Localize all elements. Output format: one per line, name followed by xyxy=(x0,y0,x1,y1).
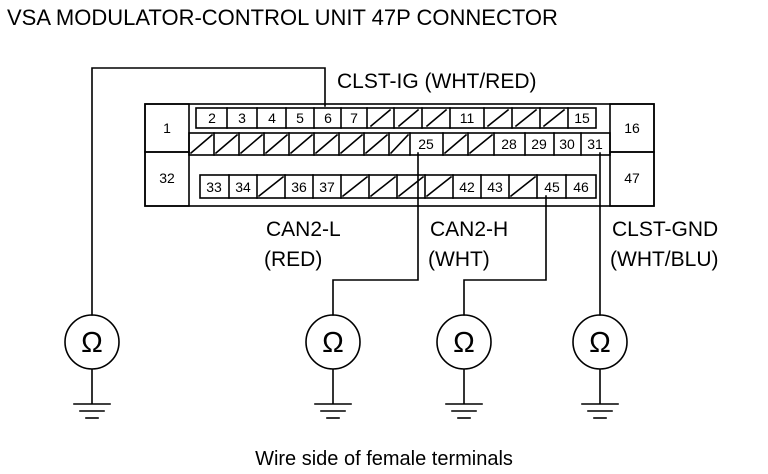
label-can2-l-color: (RED) xyxy=(264,248,322,271)
label-clst-ig: CLST-IG (WHT/RED) xyxy=(337,70,537,93)
row-c-empty-slashes xyxy=(257,175,537,198)
terminal-29: 29 xyxy=(531,136,547,152)
terminal-43: 43 xyxy=(487,179,503,195)
row-c-dividers xyxy=(228,174,567,199)
ground-icon xyxy=(73,403,111,419)
wire-can2-l xyxy=(332,152,419,316)
terminal-28: 28 xyxy=(501,136,517,152)
terminal-31: 31 xyxy=(587,136,603,152)
terminal-33: 33 xyxy=(206,179,222,195)
terminal-7: 7 xyxy=(350,110,358,126)
ground-icon xyxy=(581,403,619,419)
terminal-3: 3 xyxy=(238,110,246,126)
right-block-bottom xyxy=(609,151,655,207)
terminal-15: 15 xyxy=(574,110,590,126)
ohm-icon: Ω xyxy=(322,327,344,359)
terminal-42: 42 xyxy=(459,179,475,195)
row-c xyxy=(199,174,597,199)
row-b xyxy=(188,132,611,156)
terminal-37: 37 xyxy=(319,179,335,195)
terminal-4: 4 xyxy=(268,110,276,126)
ohm-icon: Ω xyxy=(453,327,475,359)
terminal-30: 30 xyxy=(559,136,575,152)
left-block-bottom xyxy=(144,151,190,207)
terminal-1: 1 xyxy=(163,120,171,136)
wire-can2-h xyxy=(463,195,547,316)
terminal-45: 45 xyxy=(544,179,560,195)
wire-clst-ig xyxy=(91,67,326,316)
terminal-47: 47 xyxy=(624,170,640,186)
terminal-2: 2 xyxy=(208,110,216,126)
terminal-16: 16 xyxy=(624,120,640,136)
ohm-icon: Ω xyxy=(589,327,611,359)
ohmmeter-2 xyxy=(305,314,361,370)
terminal-11: 11 xyxy=(460,110,475,126)
row-a-dividers xyxy=(226,107,569,129)
label-can2-h-color: (WHT) xyxy=(428,248,490,271)
ohmmeter-4 xyxy=(572,314,628,370)
ground-icon xyxy=(314,403,352,419)
terminal-46: 46 xyxy=(573,179,589,195)
terminal-34: 34 xyxy=(235,179,251,195)
row-a-empty-slashes xyxy=(369,108,566,128)
terminal-32: 32 xyxy=(159,170,175,186)
row-b-dividers xyxy=(213,132,582,156)
caption: Wire side of female terminals xyxy=(255,448,513,470)
label-can2-h: CAN2-H xyxy=(430,218,508,241)
terminal-25: 25 xyxy=(418,136,434,152)
terminal-6: 6 xyxy=(324,110,332,126)
row-b-empty-slashes xyxy=(189,133,494,155)
label-can2-l: CAN2-L xyxy=(266,218,341,241)
label-clst-gnd: CLST-GND xyxy=(612,218,718,241)
terminal-5: 5 xyxy=(296,110,304,126)
label-clst-gnd-color: (WHT/BLU) xyxy=(610,248,719,271)
ohm-icon: Ω xyxy=(81,327,103,359)
ohmmeter-3 xyxy=(436,314,492,370)
page-title: VSA MODULATOR-CONTROL UNIT 47P CONNECTOR xyxy=(7,5,558,30)
ohmmeter-1 xyxy=(64,314,120,370)
terminal-36: 36 xyxy=(291,179,307,195)
row-a xyxy=(195,107,597,129)
ground-icon xyxy=(445,403,483,419)
